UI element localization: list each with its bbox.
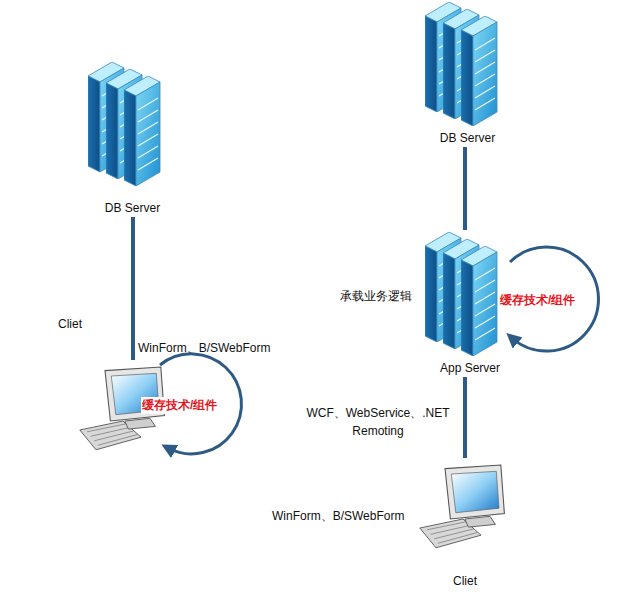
node-caption: DB Server	[85, 201, 180, 215]
cache-label: 缓存技术/组件	[141, 397, 218, 414]
node-caption: Cliet	[58, 317, 82, 331]
node-caption: App Server	[420, 361, 520, 375]
connector-line	[463, 147, 467, 230]
client-node: Cliet	[415, 460, 515, 588]
node-caption: DB Server	[420, 131, 515, 145]
cache-label: 缓存技术/组件	[499, 292, 576, 309]
connector-line	[463, 377, 467, 458]
server-node: DB Server	[85, 60, 180, 215]
note-label: WCF、WebService、.NET Remoting	[298, 404, 458, 440]
note-label: 承载业务逻辑	[340, 288, 412, 305]
node-caption: Cliet	[415, 574, 515, 588]
note-label: WinForm、B/SWebForm	[138, 340, 270, 357]
server-node: DB Server	[420, 2, 515, 145]
note-label: WinForm、B/SWebForm	[272, 508, 404, 525]
connector-line	[131, 217, 135, 360]
